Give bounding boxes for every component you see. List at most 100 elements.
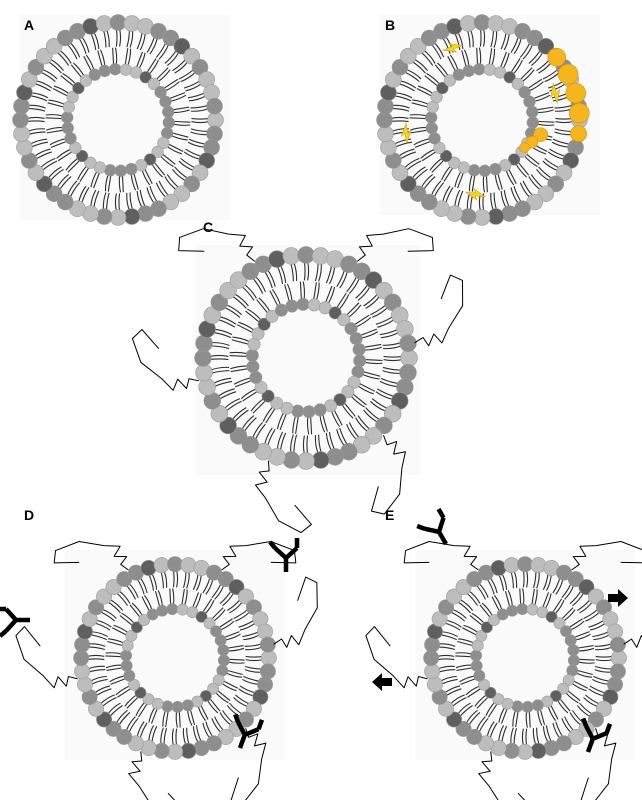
panel-label-a: A bbox=[24, 17, 34, 33]
lipid-head-outer bbox=[229, 271, 248, 289]
lipid-head-outer bbox=[162, 29, 179, 47]
lipid-head-inner bbox=[492, 693, 505, 706]
lipid-head-inner bbox=[114, 164, 127, 177]
lipid-head-inner bbox=[109, 63, 122, 76]
lipid-tail bbox=[48, 99, 65, 105]
lipid-head-outer bbox=[207, 111, 224, 129]
lipid-tail bbox=[512, 710, 516, 727]
lipid-tail bbox=[413, 138, 430, 146]
lipid-head-inner bbox=[475, 629, 488, 642]
lipid-head-inner bbox=[549, 690, 562, 702]
lipid-tail bbox=[148, 707, 156, 723]
drug-molecule-icon bbox=[400, 122, 412, 145]
lipid-head-outer bbox=[198, 378, 216, 396]
panel-c: C bbox=[131, 219, 464, 534]
liposome-c bbox=[194, 246, 418, 470]
lipid-tail bbox=[499, 51, 507, 68]
lipid-tail bbox=[230, 365, 248, 370]
lipid-tail bbox=[111, 627, 127, 636]
lipid-tail bbox=[456, 667, 473, 671]
lipid-head-inner bbox=[511, 700, 524, 713]
peg-chains-c bbox=[131, 228, 464, 534]
lipid-tail bbox=[133, 173, 139, 190]
lipid-tail bbox=[573, 680, 589, 689]
lipid-head-inner bbox=[425, 111, 438, 124]
lipid-head-outer bbox=[578, 579, 595, 596]
lipid-tail bbox=[252, 400, 266, 414]
lipid-tail bbox=[85, 54, 95, 71]
lipid-tail bbox=[242, 390, 258, 402]
antibody-icon bbox=[268, 538, 300, 572]
drug-molecules-b bbox=[400, 43, 590, 201]
lipid-tail bbox=[437, 658, 455, 661]
lipid-tail bbox=[352, 393, 367, 406]
lipid-tail bbox=[488, 48, 493, 65]
antibody-arm bbox=[268, 538, 300, 572]
lipid-head-outer bbox=[610, 650, 627, 666]
lipid-tail bbox=[60, 75, 75, 87]
panel-label-e: E bbox=[385, 507, 394, 523]
lipid-tail bbox=[523, 155, 538, 167]
lipid-tail bbox=[247, 308, 262, 321]
lipid-head-outer bbox=[364, 427, 383, 445]
lipid-head-outer bbox=[194, 349, 212, 367]
lipid-tail bbox=[46, 129, 64, 134]
lipid-tail bbox=[537, 120, 555, 123]
drug-molecule-icon bbox=[464, 188, 487, 201]
lipid-head-outer bbox=[409, 38, 427, 55]
lipid-head-outer bbox=[88, 599, 105, 616]
lipid-head-outer bbox=[245, 700, 262, 717]
lipid-head-outer bbox=[399, 334, 417, 353]
lipid-head-outer bbox=[383, 405, 402, 423]
lipid-head-outer bbox=[282, 451, 301, 469]
lipid-tail bbox=[245, 310, 260, 323]
lipid-tail bbox=[144, 595, 153, 610]
antibodies-d bbox=[0, 538, 300, 749]
lipid-head-outer bbox=[567, 571, 584, 588]
lipid-head-outer bbox=[424, 636, 441, 653]
lipid-tail bbox=[557, 700, 569, 714]
lipid-tail bbox=[390, 120, 409, 123]
lipid-tail bbox=[240, 388, 257, 400]
lipid-head-outer bbox=[400, 349, 418, 367]
peg-chain-icon bbox=[178, 228, 255, 262]
lipid-tail bbox=[485, 175, 488, 193]
lipid-head-outer bbox=[487, 208, 505, 225]
lipid-tail bbox=[552, 598, 563, 613]
lipid-head-outer bbox=[268, 250, 286, 268]
lipid-head-outer bbox=[396, 320, 414, 338]
lipid-head-outer bbox=[217, 571, 234, 588]
panel-label-c: C bbox=[203, 219, 213, 235]
background-layer bbox=[20, 15, 635, 760]
lipid-head-inner bbox=[526, 603, 539, 616]
lipid-head-outer bbox=[13, 97, 30, 115]
lipid-head-outer bbox=[210, 293, 229, 311]
peg-chain-icon bbox=[221, 540, 297, 571]
lipid-head-inner bbox=[313, 403, 327, 417]
lipid-tail bbox=[169, 92, 186, 100]
lipid-tail bbox=[411, 102, 429, 108]
lipid-head-inner bbox=[478, 164, 491, 177]
lipid-head-inner bbox=[302, 405, 316, 419]
lipid-head-outer bbox=[36, 175, 53, 193]
lipid-head-outer bbox=[364, 271, 383, 289]
lipid-tail bbox=[468, 174, 473, 192]
lipid-tail bbox=[426, 73, 441, 85]
lipid-head-inner bbox=[523, 95, 536, 108]
lipid-tail bbox=[441, 165, 452, 181]
lipid-tail bbox=[104, 174, 109, 192]
panel-label-d: D bbox=[24, 507, 34, 523]
lipid-tail bbox=[517, 161, 530, 176]
lipid-head-outer bbox=[260, 650, 277, 666]
lipid-head-inner bbox=[328, 306, 342, 320]
lipid-tail bbox=[79, 167, 90, 182]
lipid-tail bbox=[90, 171, 98, 188]
lipid-tail bbox=[157, 590, 163, 607]
lipid-tail bbox=[459, 675, 475, 683]
lipid-tail bbox=[363, 343, 382, 348]
lipid-tail bbox=[510, 58, 521, 73]
lipid-tail bbox=[547, 706, 556, 721]
lipid-head-outer bbox=[229, 427, 248, 445]
lipid-tail bbox=[536, 106, 554, 111]
